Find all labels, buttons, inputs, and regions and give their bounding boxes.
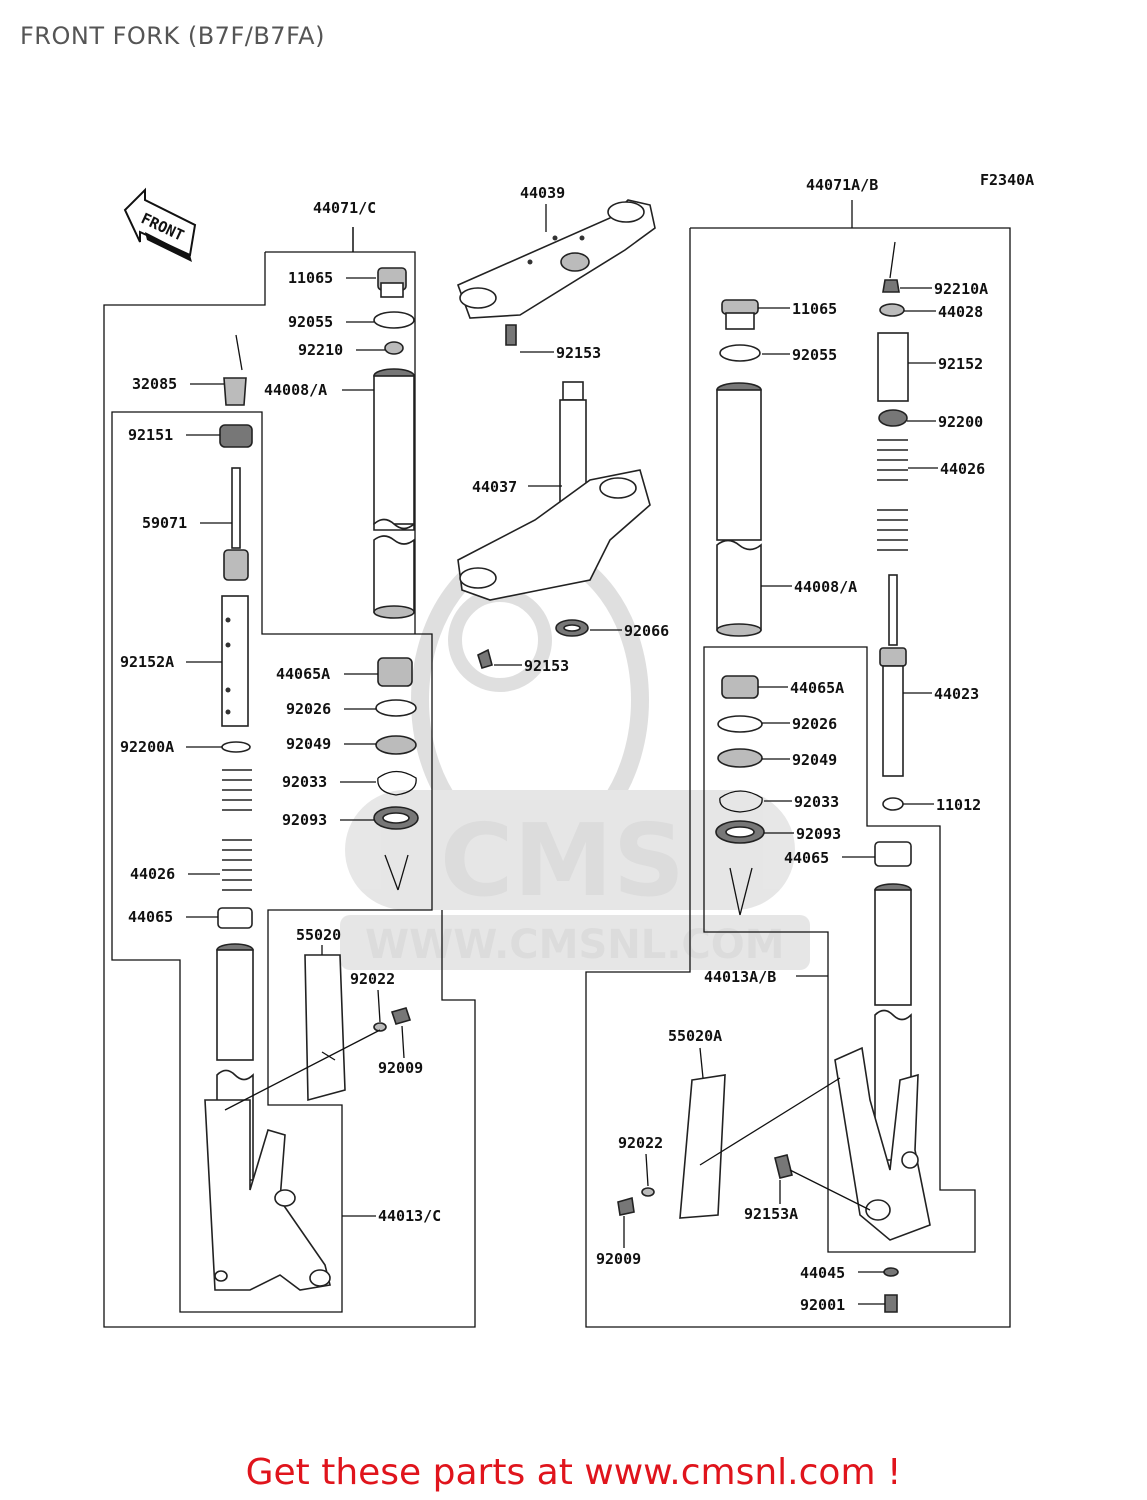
watermark-url: WWW.CMSNL.COM xyxy=(365,922,785,968)
label-44023: 44023 xyxy=(934,685,979,703)
label-92033-right: 92033 xyxy=(794,793,839,811)
label-32085: 32085 xyxy=(132,375,177,393)
label-92009-right: 92009 xyxy=(596,1250,641,1268)
label-92033-left: 92033 xyxy=(282,773,327,791)
label-92093-left: 92093 xyxy=(282,811,327,829)
label-92153a: 92153A xyxy=(744,1205,798,1223)
left-labels: 11065 92055 92210 32085 44008/A 92151 59… xyxy=(120,269,441,1225)
label-92152a: 92152A xyxy=(120,653,174,671)
label-11065-right: 11065 xyxy=(792,300,837,318)
label-92153-upper: 92153 xyxy=(556,344,601,362)
page-title: FRONT FORK (B7F/B7FA) xyxy=(20,22,325,50)
footer-link-text[interactable]: Get these parts at www.cmsnl.com ! xyxy=(245,1452,902,1493)
front-direction-arrow: FRONT xyxy=(123,187,197,262)
right-fork-parts xyxy=(617,241,931,1313)
watermark-brand: CMS xyxy=(440,802,685,919)
label-44065a-left: 44065A xyxy=(276,665,330,683)
label-92055-left: 92055 xyxy=(288,313,333,331)
label-92210a: 92210A xyxy=(934,280,988,298)
label-92066: 92066 xyxy=(624,622,669,640)
label-11012: 11012 xyxy=(936,796,981,814)
label-44026-left: 44026 xyxy=(130,865,175,883)
label-92001: 92001 xyxy=(800,1296,845,1314)
label-44039: 44039 xyxy=(520,184,565,202)
label-92055-right: 92055 xyxy=(792,346,837,364)
label-92049-left: 92049 xyxy=(286,735,331,753)
label-92200a: 92200A xyxy=(120,738,174,756)
label-55020: 55020 xyxy=(296,926,341,944)
label-92049-right: 92049 xyxy=(792,751,837,769)
label-92152: 92152 xyxy=(938,355,983,373)
left-assembly-outline xyxy=(103,227,476,1328)
label-44045: 44045 xyxy=(800,1264,845,1282)
center-labels: 44039 92153 44037 92066 92153 xyxy=(472,184,669,675)
label-44013ab: 44013A/B xyxy=(704,968,776,986)
label-44037: 44037 xyxy=(472,478,517,496)
label-44013c: 44013/C xyxy=(378,1207,441,1225)
center-parts xyxy=(456,199,656,669)
label-59071: 59071 xyxy=(142,514,187,532)
label-92022-left: 92022 xyxy=(350,970,395,988)
label-44026-right: 44026 xyxy=(940,460,985,478)
label-92153-lower: 92153 xyxy=(524,657,569,675)
label-55020a: 55020A xyxy=(668,1027,722,1045)
label-asm-left: 44071/C xyxy=(313,199,376,217)
figure-code: F2340A xyxy=(980,171,1034,189)
label-92093-right: 92093 xyxy=(796,825,841,843)
label-44065-left: 44065 xyxy=(128,908,173,926)
label-92200: 92200 xyxy=(938,413,983,431)
label-92022-right: 92022 xyxy=(618,1134,663,1152)
label-asm-right: 44071A/B xyxy=(806,176,878,194)
label-44065-right: 44065 xyxy=(784,849,829,867)
front-fork-parts-diagram: CMS WWW.CMSNL.COM FRONT F2340A 44071/C xyxy=(103,171,1034,1328)
label-92210-left: 92210 xyxy=(298,341,343,359)
label-92009-left: 92009 xyxy=(378,1059,423,1077)
label-92026-left: 92026 xyxy=(286,700,331,718)
label-44065a-right: 44065A xyxy=(790,679,844,697)
label-44008a-left: 44008/A xyxy=(264,381,327,399)
label-44008a-right: 44008/A xyxy=(794,578,857,596)
label-11065-left: 11065 xyxy=(288,269,333,287)
right-labels: 92210A 44028 11065 92055 92152 92200 440… xyxy=(596,280,988,1314)
label-92151: 92151 xyxy=(128,426,173,444)
right-assembly-outline xyxy=(585,200,1011,1328)
label-92026-right: 92026 xyxy=(792,715,837,733)
label-44028: 44028 xyxy=(938,303,983,321)
left-fork-parts xyxy=(204,267,419,1291)
